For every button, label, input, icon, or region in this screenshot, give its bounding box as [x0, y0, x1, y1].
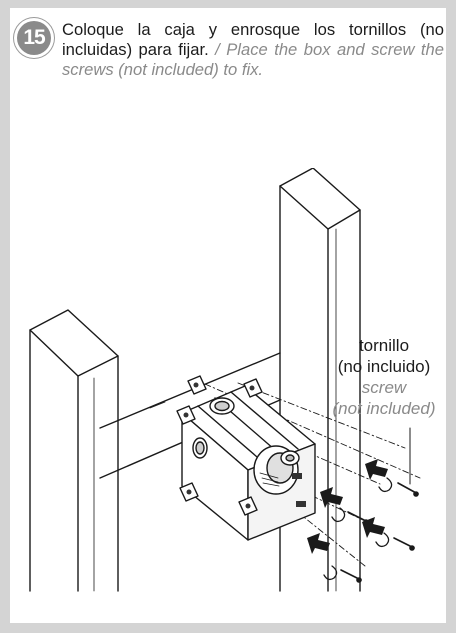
screw-callout: tornillo (no incluido) screw (not includ…	[322, 335, 446, 419]
instruction-separator: /	[208, 40, 227, 59]
instruction-english: Place the box and screw the screws (not …	[62, 40, 444, 79]
callout-english-line1: screw	[361, 378, 407, 397]
installation-illustration	[29, 168, 421, 592]
step-instruction: Coloque la caja y enrosque los tornillos…	[62, 20, 444, 80]
insertion-arrows	[307, 459, 388, 554]
callout-spanish-line2: (no incluido)	[337, 357, 431, 376]
callout-english-line2: (not included)	[332, 399, 436, 418]
instruction-spanish: Coloque la caja y enrosque los tornillos…	[62, 20, 444, 59]
step-number-badge: 15	[14, 18, 54, 58]
step-number: 15	[17, 21, 51, 55]
mounting-box	[176, 375, 316, 541]
callout-spanish-line1: tornillo	[358, 336, 410, 355]
right-stud	[279, 168, 361, 592]
screw-rotation-arrows	[323, 477, 393, 581]
screws	[340, 482, 419, 583]
left-stud	[29, 309, 119, 592]
